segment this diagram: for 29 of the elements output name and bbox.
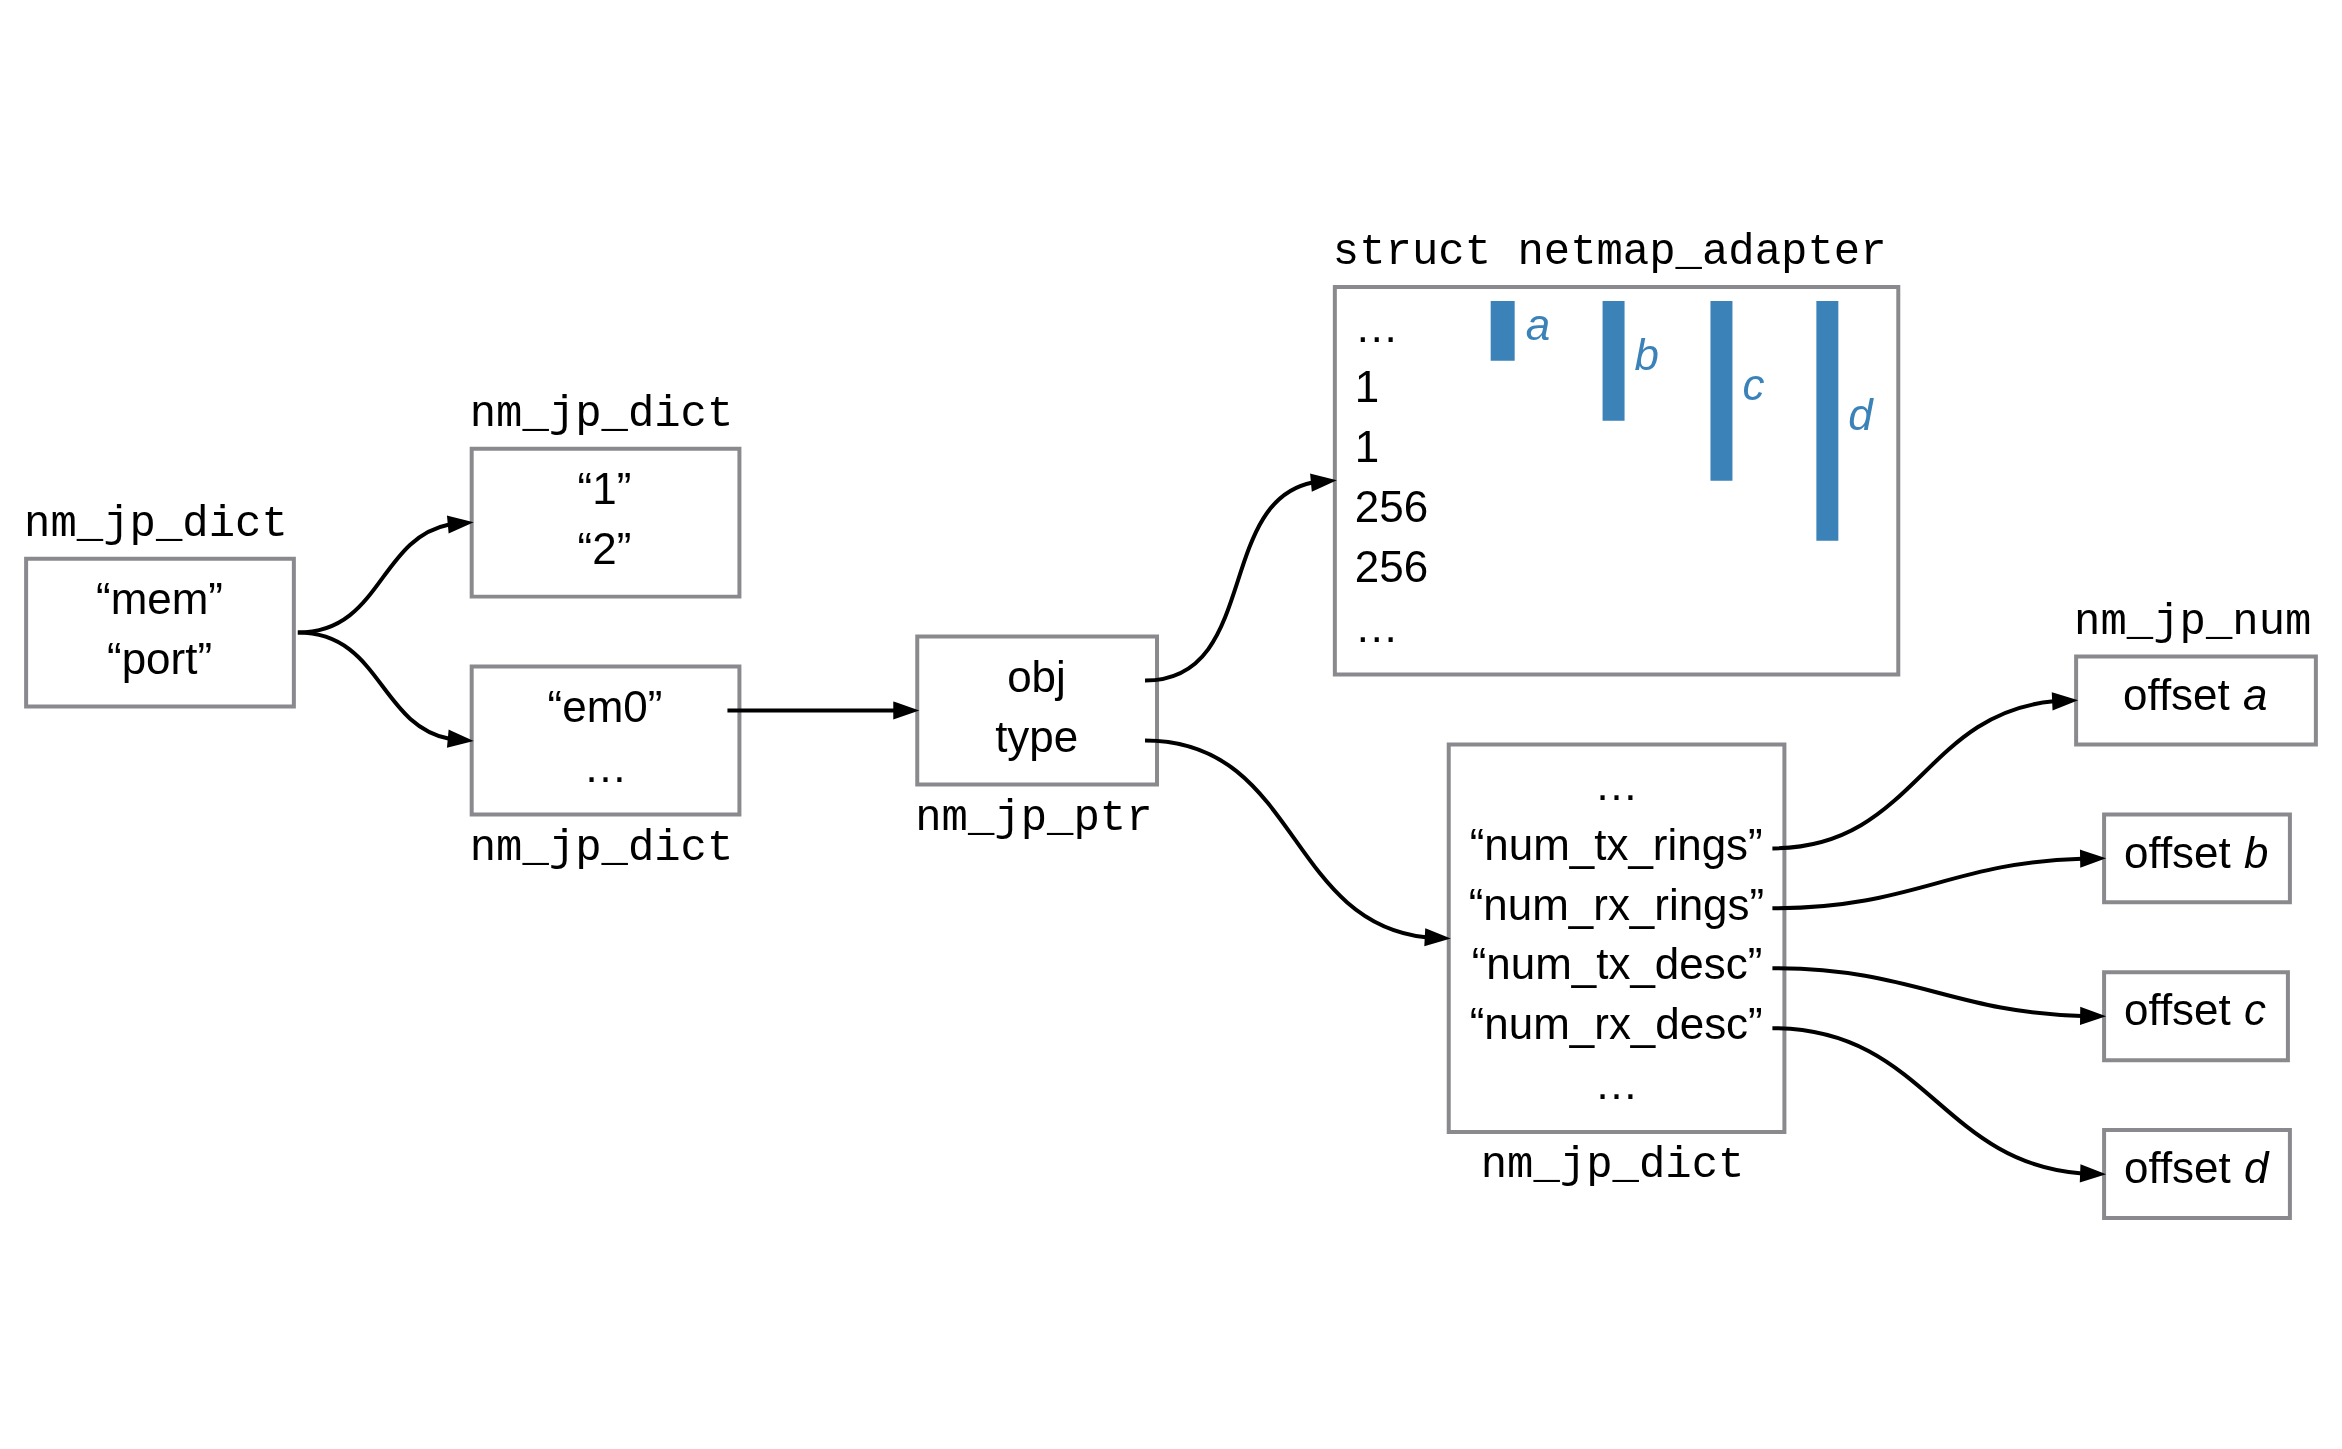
node-box: obj type — [915, 634, 1159, 787]
label: d — [1848, 389, 1873, 439]
node-label: nm_jp_dict — [469, 822, 734, 873]
label: a — [1525, 300, 1551, 350]
node-box: offset d — [2102, 1128, 2292, 1220]
node-label: struct netmap_adapter — [1332, 227, 1887, 278]
node-label: nm_jp_dict — [24, 498, 288, 549]
node-label: nm_jp_num — [2074, 596, 2312, 647]
node-box: offset a — [2074, 654, 2318, 747]
node-box: “mem” “port” — [24, 556, 296, 709]
arrow — [1772, 966, 2107, 1026]
arrow — [297, 515, 474, 635]
arrow — [1144, 473, 1337, 683]
arrow — [297, 630, 474, 748]
label: b — [1634, 330, 1659, 380]
arrow — [727, 701, 920, 720]
arrow — [1144, 738, 1451, 947]
node-box: “1” “2” — [469, 446, 742, 599]
label: c — [1742, 360, 1765, 410]
node-box: offset b — [2102, 812, 2292, 905]
node-box: “em0” … — [469, 664, 742, 817]
node-box: offset c — [2102, 970, 2290, 1063]
node-box: … “num_tx_rings” “num_rx_rings” “num_tx_desc” “num_rx_desc” … — [1446, 742, 1787, 1135]
node-label: nm_jp_dict — [469, 388, 734, 439]
arrow — [1772, 849, 2107, 911]
arrow — [1772, 692, 2079, 851]
node-label: nm_jp_ptr — [915, 792, 1153, 843]
arrow — [1772, 1026, 2107, 1183]
node-label: nm_jp_dict — [1480, 1140, 1745, 1191]
